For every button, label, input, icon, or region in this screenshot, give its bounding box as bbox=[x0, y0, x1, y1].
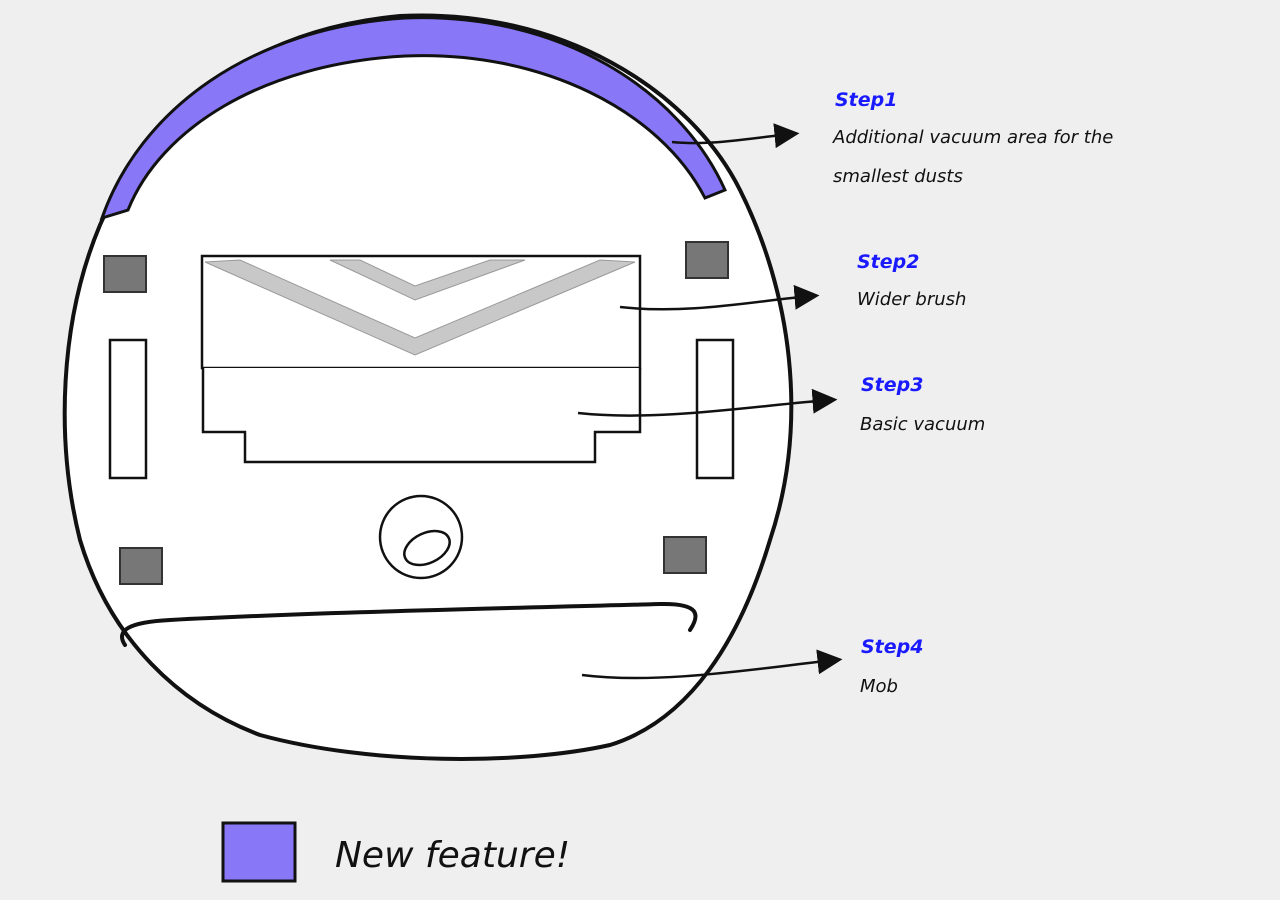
basic-vacuum bbox=[201, 368, 642, 464]
step2-label: Step2 bbox=[857, 251, 919, 273]
arrow-step1 bbox=[671, 123, 800, 149]
sensor-square bbox=[685, 241, 729, 279]
step4-label: Step4 bbox=[861, 636, 923, 658]
sensor-square bbox=[119, 547, 163, 585]
arrow-step4 bbox=[581, 649, 843, 680]
step1-label: Step1 bbox=[835, 89, 897, 111]
step1-desc-line2: smallest dusts bbox=[833, 166, 963, 187]
mob bbox=[120, 601, 698, 647]
side-wheel-slot bbox=[108, 338, 148, 480]
center-wheel-hub bbox=[403, 529, 451, 567]
sensor-square bbox=[663, 536, 707, 574]
legend-swatch bbox=[221, 821, 297, 883]
step3-desc: Basic vacuum bbox=[860, 414, 985, 435]
wider-brush bbox=[200, 254, 642, 370]
arrow-step3 bbox=[577, 388, 838, 417]
step3-label: Step3 bbox=[861, 374, 923, 396]
additional-vacuum-area bbox=[99, 16, 728, 221]
arrow-step2 bbox=[619, 284, 820, 311]
step4-desc: Mob bbox=[860, 676, 898, 697]
step1-desc-line1: Additional vacuum area for the bbox=[832, 127, 1113, 148]
center-wheel bbox=[378, 494, 464, 580]
sensor-square bbox=[103, 255, 147, 293]
step2-desc: Wider brush bbox=[857, 289, 966, 310]
legend-label: New feature! bbox=[335, 835, 570, 876]
